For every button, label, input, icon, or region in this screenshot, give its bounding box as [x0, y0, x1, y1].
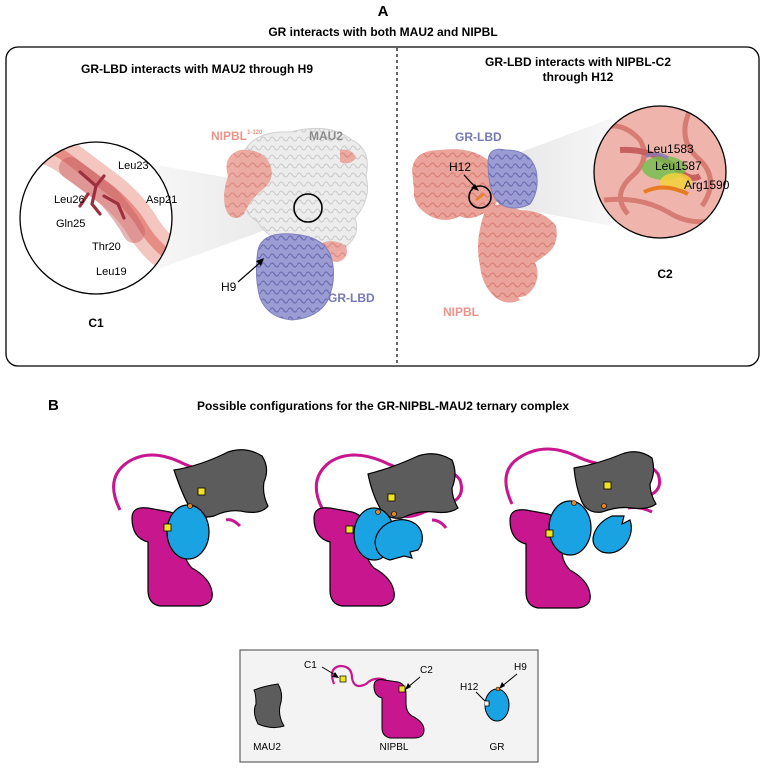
config1-gr — [166, 504, 210, 560]
config1-h9-site — [187, 503, 193, 509]
c2-label-leu1587: Leu1587 — [655, 159, 702, 173]
config1-nipbl-body — [131, 507, 213, 607]
config2-h9-site-2 — [391, 511, 397, 517]
panel-a-letter: A — [378, 3, 389, 20]
config3-gr-1 — [548, 500, 592, 556]
config3-c2-site — [545, 529, 554, 538]
panel-b-title: Possible configurations for the GR-NIPBL… — [197, 399, 569, 413]
h12-label: H12 — [449, 160, 471, 174]
config2-gr-2 — [374, 519, 423, 561]
c1-label-asp21: Asp21 — [146, 194, 177, 206]
mau2-structure — [238, 127, 369, 254]
config3-gr-2 — [592, 515, 632, 554]
config2-c1-site — [387, 493, 396, 502]
nipbl-label-left: NIPBL1-120 — [211, 129, 263, 143]
mau2-label-left: MAU2 — [309, 129, 343, 143]
legend-c2-site — [398, 685, 406, 693]
right-heading-line1: GR-LBD interacts with NIPBL-C2 — [485, 55, 671, 69]
config2-c2-site — [345, 525, 354, 534]
config3-nipbl-body — [509, 509, 591, 609]
configuration-1 — [112, 449, 269, 607]
panel-a-title: GR interacts with both MAU2 and NIPBL — [268, 25, 497, 39]
legend-mau2-shape — [253, 683, 285, 729]
legend-h12-notch — [485, 700, 490, 707]
nipbl-label-right: NIPBL — [443, 305, 479, 319]
c1-label-leu19: Leu19 — [96, 266, 127, 278]
panel-a-frame — [5, 46, 760, 367]
c1-caption: C1 — [88, 316, 104, 330]
c1-label-leu26: Leu26 — [54, 194, 85, 206]
interface-circle-right — [468, 185, 492, 209]
config3-h9-site-1 — [571, 500, 577, 506]
panel-b-letter: B — [48, 397, 59, 414]
c2-site-marker — [475, 193, 485, 201]
interface-circle-left — [293, 193, 323, 223]
config2-nipbl-body — [313, 507, 395, 607]
legend-h12-arrow — [475, 691, 486, 702]
grlbd-structure-right — [487, 148, 538, 209]
h9-arrowhead — [256, 258, 264, 266]
legend-mau2-label: MAU2 — [253, 742, 281, 753]
grlbd-structure-left — [255, 233, 334, 321]
h9-label: H9 — [221, 280, 237, 294]
config2-h9-site-1 — [375, 509, 381, 515]
c1-label-gln25: Gln25 — [56, 218, 85, 230]
config1-c2-site — [163, 523, 172, 532]
legend-c2-label: C2 — [420, 665, 433, 676]
right-heading-line2: through H12 — [543, 70, 614, 84]
configuration-3 — [504, 447, 662, 609]
legend-c1-site — [339, 675, 347, 683]
zoom-c2 — [593, 105, 727, 239]
legend-nipbl-loop — [330, 664, 387, 688]
c2-label-arg1590: Arg1590 — [684, 178, 730, 192]
legend-nipbl-label: NIPBL — [380, 742, 409, 753]
legend-h9-site — [495, 686, 501, 692]
legend-h9-label: H9 — [514, 662, 527, 673]
legend-nipbl-body — [373, 679, 425, 739]
legend-c1-label: C1 — [304, 660, 317, 671]
c2-label-leu1583: Leu1583 — [647, 142, 694, 156]
c2-caption: C2 — [657, 267, 673, 281]
c1-label-thr20: Thr20 — [92, 241, 121, 253]
grlbd-label-left: GR-LBD — [328, 291, 375, 305]
config2-mau2 — [367, 453, 459, 519]
config3-c1-site — [603, 481, 612, 490]
configuration-2 — [313, 453, 463, 607]
config3-h9-site-2 — [601, 503, 607, 509]
nipbl-structure-right — [412, 149, 557, 303]
h12-arrowhead — [471, 184, 479, 191]
config1-c1-site — [197, 487, 206, 496]
legend-gr-label: GR — [490, 742, 505, 753]
config3-mau2 — [573, 451, 657, 513]
grlbd-label-right: GR-LBD — [455, 130, 502, 144]
legend-h12-label: H12 — [460, 682, 479, 693]
c1-label-leu23: Leu23 — [118, 160, 149, 172]
left-heading: GR-LBD interacts with MAU2 through H9 — [81, 62, 313, 76]
